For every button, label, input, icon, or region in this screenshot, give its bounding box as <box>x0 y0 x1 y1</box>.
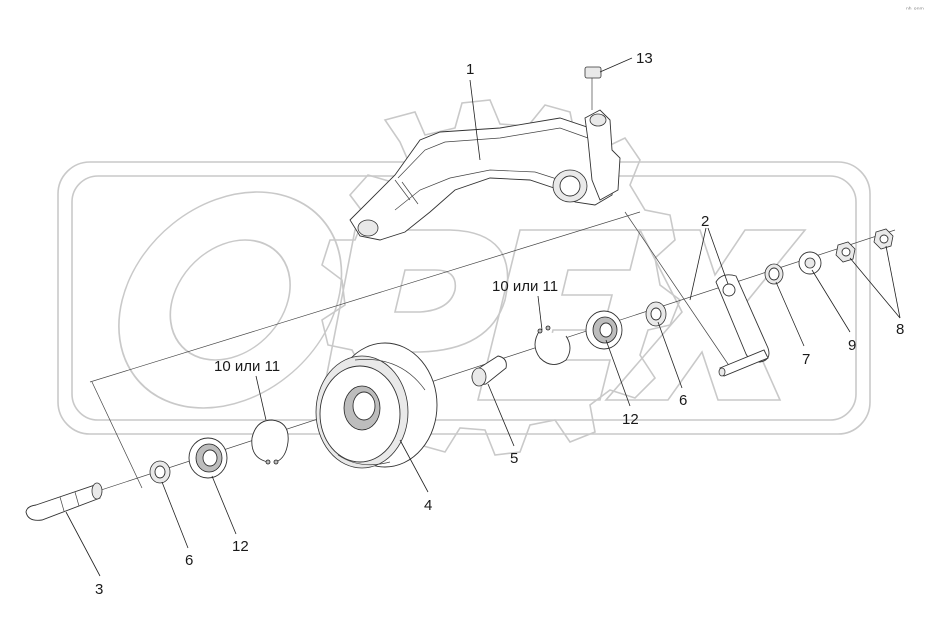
corner-mark: ⁿʰ ᵒⁿᵐ <box>906 6 924 14</box>
leader-1 <box>469 79 481 161</box>
washer-right-inner <box>650 307 662 321</box>
lever-arm-bracket-pin <box>589 113 607 127</box>
shaft-groove-1 <box>59 496 65 512</box>
leader-12-right <box>605 339 631 407</box>
lever-arm-body <box>349 117 616 241</box>
part-circlip-right <box>534 325 571 365</box>
callout-5: 5 <box>510 450 518 467</box>
spacer-end <box>471 367 487 387</box>
leader-13 <box>599 57 633 73</box>
circlip-right-eye-1 <box>537 328 543 334</box>
circlip-left-eye-2 <box>273 459 279 465</box>
nut-1-bore <box>841 247 851 257</box>
part-shaft <box>25 482 103 521</box>
leader-3 <box>65 511 101 577</box>
callout-13: 13 <box>636 50 653 67</box>
right-drop-axis <box>624 211 733 371</box>
callout-6-left: 6 <box>185 552 193 569</box>
leader-5 <box>487 383 515 447</box>
pulley-rim-line <box>337 359 426 466</box>
part-spacer <box>471 355 507 387</box>
callout-labels: 1 13 2 8 9 7 6 12 10 или 11 5 4 10 или 1… <box>95 50 904 598</box>
part-circlip-left <box>251 419 289 465</box>
callout-9: 9 <box>848 337 856 354</box>
circlip-left-eye-1 <box>265 459 271 465</box>
watermark-letter-o-inner <box>169 239 291 361</box>
callout-2: 2 <box>701 213 709 230</box>
leader-10-left <box>255 375 267 421</box>
assembly-axes <box>39 211 896 511</box>
part-washer-right <box>645 301 667 327</box>
lever-arm-pin-boss <box>357 219 379 237</box>
part-pulley <box>315 342 438 469</box>
main-axis <box>39 229 896 511</box>
leader-2b <box>707 227 729 285</box>
leader-6-right <box>657 321 683 389</box>
callout-12-right: 12 <box>622 411 639 428</box>
upper-axis <box>89 211 641 383</box>
watermark-letter-p <box>317 229 509 421</box>
leader-12-left <box>211 475 237 535</box>
shaft-groove-2 <box>74 491 80 507</box>
washer-left-inner <box>154 465 166 479</box>
part-ring <box>764 263 784 285</box>
shaft-collar <box>91 482 103 500</box>
bearing-left-bore <box>202 449 218 467</box>
shaft-body <box>25 484 101 521</box>
grease-nipple-head <box>584 66 602 79</box>
leader-4 <box>399 439 429 493</box>
part-bearing-left <box>188 437 228 479</box>
leader-9 <box>811 269 851 333</box>
leader-7 <box>775 281 805 347</box>
ring-inner <box>768 267 780 281</box>
callout-6-right: 6 <box>679 392 687 409</box>
pulley-bore <box>352 391 376 421</box>
part-nuts <box>835 228 894 263</box>
lever-arm-bushing-bore <box>559 175 581 197</box>
leader-lines <box>65 57 901 577</box>
leader-2a <box>689 227 707 301</box>
pin-bracket-rod-end <box>718 367 726 377</box>
part-washer-left <box>149 460 171 484</box>
lever-arm-edge <box>397 127 589 179</box>
leader-8b <box>885 245 901 319</box>
callout-1: 1 <box>466 61 474 78</box>
part-lever-arm <box>349 109 621 241</box>
pin-bracket-hole <box>722 283 736 297</box>
lever-arm-lower-edge <box>394 169 561 211</box>
callout-4: 4 <box>424 497 432 514</box>
circlip-right-ring <box>534 329 571 365</box>
watermark-letter-o <box>118 191 343 409</box>
part-pin-bracket <box>715 274 770 377</box>
circlip-right-eye-2 <box>545 325 551 331</box>
callout-3: 3 <box>95 581 103 598</box>
leader-8a <box>849 257 901 319</box>
callout-7: 7 <box>802 351 810 368</box>
part-washer-9 <box>798 251 822 275</box>
callout-12-left: 12 <box>232 538 249 555</box>
nut-2-bore <box>879 234 889 244</box>
leader-6-left <box>161 481 189 549</box>
callout-8: 8 <box>896 321 904 338</box>
part-grease-nipple <box>584 66 602 110</box>
callout-10-left: 10 или 11 <box>214 358 280 375</box>
lever-arm-fork-left <box>394 179 419 205</box>
watermark-letter-x <box>604 229 807 401</box>
leader-10-right <box>537 295 543 331</box>
bearing-right-bore <box>599 322 613 338</box>
washer-9-inner <box>804 257 816 269</box>
part-bearing-right <box>585 310 623 350</box>
callout-10-right: 10 или 11 <box>492 278 558 295</box>
circlip-left-ring <box>251 419 289 463</box>
lever-arm-upper-bracket <box>584 109 621 201</box>
left-drop-axis <box>91 381 143 489</box>
